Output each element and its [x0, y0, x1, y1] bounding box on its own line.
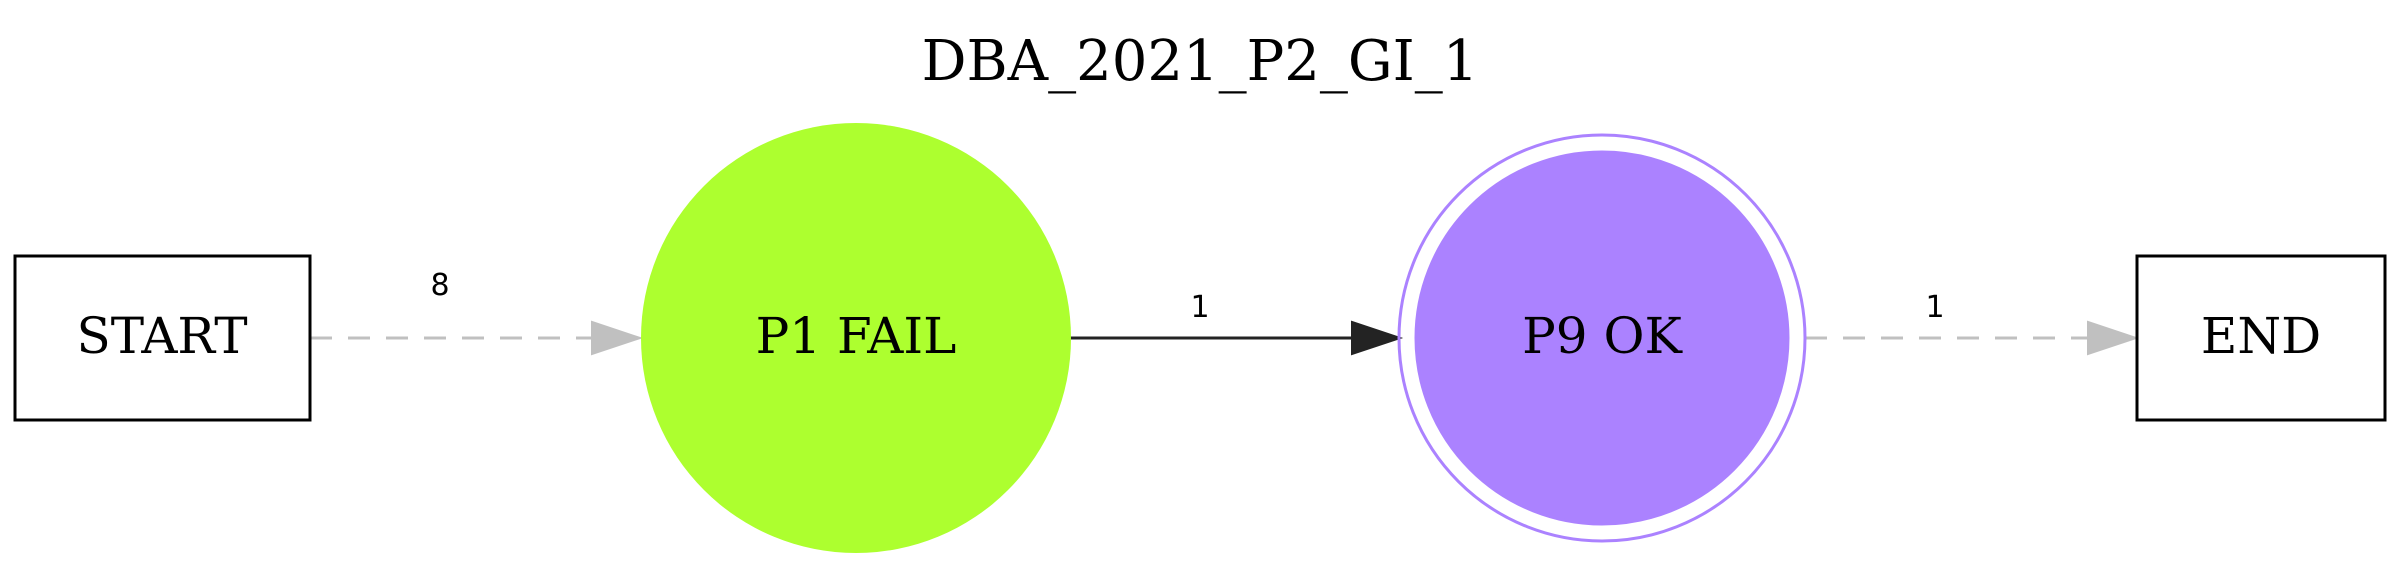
node-p1-fail[interactable]: P1 FAIL: [641, 123, 1071, 553]
edge-p1-to-p9-label: 1: [1190, 290, 1209, 325]
edge-p1-to-p9: 1: [1070, 290, 1404, 356]
node-end[interactable]: END: [2135, 254, 2387, 422]
edge-start-to-p1-label: 8: [430, 268, 449, 303]
node-end-label: END: [2201, 307, 2321, 365]
node-p9-ok-outer-ring: [1397, 133, 1807, 543]
node-start-box: [13, 254, 312, 422]
edge-start-to-p1-arrowhead: [591, 320, 644, 356]
edge-p9-to-end: 1: [1805, 290, 2140, 356]
edge-p1-to-p9-arrowhead: [1351, 320, 1404, 356]
edge-p9-to-end-arrowhead: [2087, 320, 2140, 356]
edge-p9-to-end-label: 1: [1925, 290, 1944, 325]
graph-title: DBA_2021_P2_GI_1: [922, 29, 1479, 94]
node-end-box: [2135, 254, 2387, 422]
node-p1-fail-label: P1 FAIL: [756, 307, 957, 365]
node-p9-ok-label: P9 OK: [1522, 307, 1683, 365]
node-start-label: START: [76, 307, 247, 365]
node-p9-ok[interactable]: P9 OK: [1397, 133, 1807, 543]
node-p9-ok-circle: [1414, 150, 1790, 526]
node-p1-fail-circle: [641, 123, 1071, 553]
node-start[interactable]: START: [13, 254, 312, 422]
edge-start-to-p1: 8: [310, 268, 644, 356]
